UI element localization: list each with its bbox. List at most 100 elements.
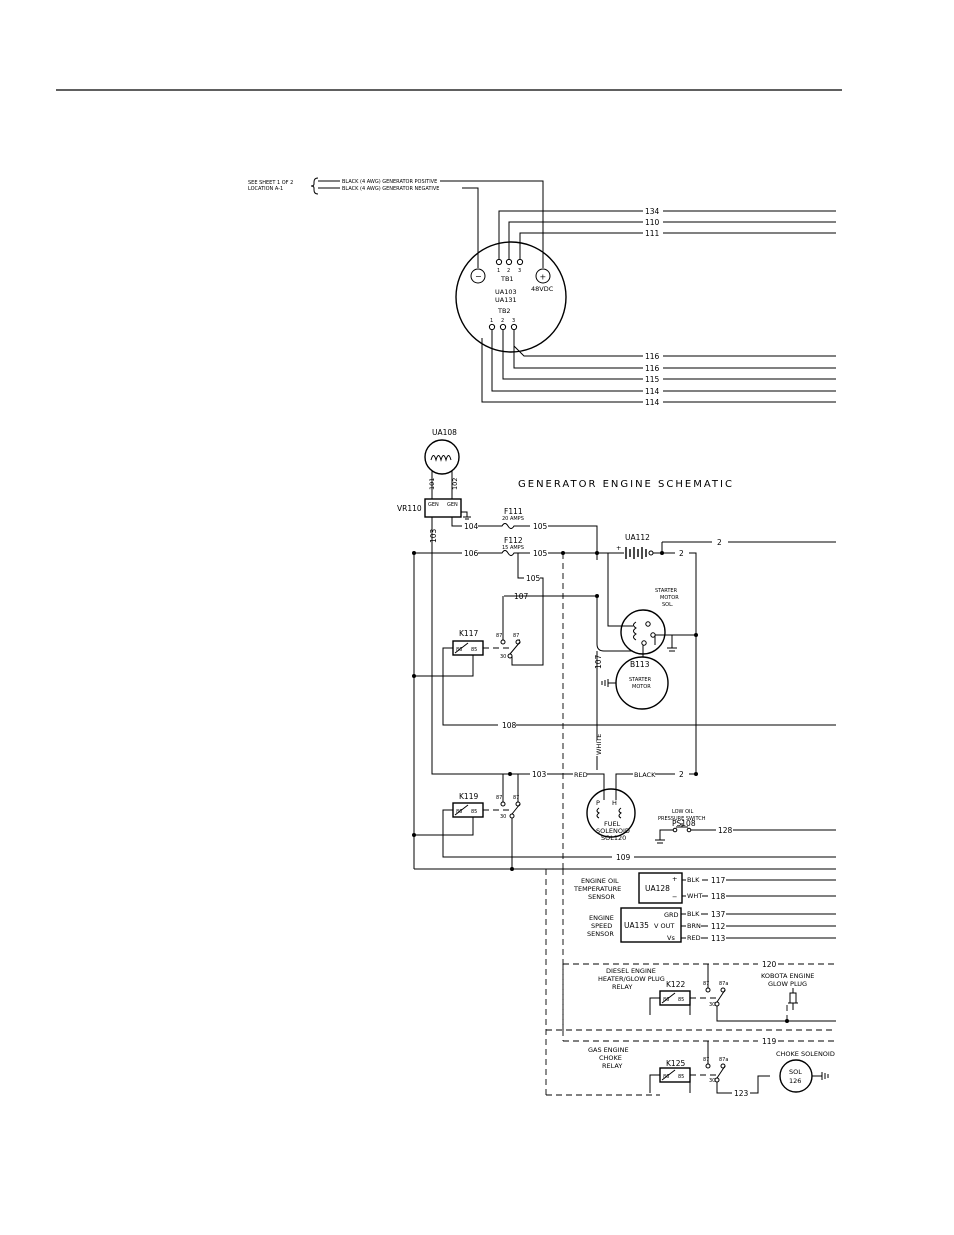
- gen-negative-wire: [318, 187, 479, 268]
- oil-switch-l1: LOW OIL: [672, 809, 693, 815]
- wire-106-label: 106: [464, 549, 479, 558]
- svg-text:V OUT: V OUT: [654, 922, 674, 930]
- oil-switch-icon: [672, 823, 692, 833]
- oil-temp-l2: TEMPERATURE: [573, 885, 621, 893]
- svg-text:+: +: [672, 875, 677, 883]
- svg-text:85: 85: [471, 809, 477, 815]
- wire-red-label: RED: [574, 771, 588, 779]
- svg-text:85: 85: [471, 647, 477, 653]
- choke-label: CHOKE SOLENOID: [776, 1050, 835, 1058]
- wire-116b-label: 116: [645, 364, 660, 373]
- starter-sol-coil-icon: [633, 621, 637, 641]
- wire-115: [502, 330, 836, 380]
- wire-115-label: 115: [645, 375, 660, 384]
- wire-116a: [513, 330, 836, 357]
- gen-positive-label: BLACK (4 AWG) GENERATOR POSITIVE: [342, 179, 437, 185]
- fuse-f112-id: F112: [504, 536, 523, 545]
- relay-k119-id: K119: [459, 792, 478, 801]
- svg-text:87a: 87a: [719, 981, 728, 987]
- gas-relay-l3: RELAY: [602, 1062, 622, 1070]
- wire-102-label: 102: [451, 478, 459, 490]
- wire-105-label-branch: 105: [526, 574, 541, 583]
- gen-positive-wire: [318, 180, 544, 268]
- wire-134: [498, 210, 836, 259]
- wire-white-label: WHITE: [595, 734, 603, 755]
- tb1-pin1-label: 1: [497, 268, 500, 274]
- oil-temp-l1: ENGINE OIL: [581, 877, 619, 885]
- module-minus-sign: −: [475, 272, 482, 281]
- wire-117-label: 117: [711, 876, 726, 885]
- regulator-ground: [461, 511, 471, 520]
- starter-l2: MOTOR: [632, 684, 651, 690]
- control-module: [455, 241, 567, 353]
- wire-111-label: 111: [645, 229, 660, 238]
- wire-113-label: 113: [711, 934, 726, 943]
- fuel-sol-id: SOL120: [601, 834, 626, 842]
- tb1-pin2: [505, 258, 513, 266]
- see-sheet-line2: LOCATION A-1: [248, 186, 283, 192]
- wire-105-label-top: 105: [533, 522, 548, 531]
- starter-feed: [654, 634, 696, 645]
- svg-text:87a: 87a: [719, 1057, 728, 1063]
- wire-109-label: 109: [616, 853, 631, 862]
- gas-relay-l1: GAS ENGINE: [588, 1046, 629, 1054]
- svg-text:P: P: [596, 799, 600, 807]
- wire-137-label: 137: [711, 910, 726, 919]
- wire-107-label-vert: 107: [594, 654, 603, 669]
- gas-relay-l2: CHOKE: [599, 1054, 622, 1062]
- diesel-relay-l1: DIESEL ENGINE: [606, 967, 656, 975]
- starter-ground: [601, 679, 616, 687]
- tb2-pin3: [510, 323, 518, 331]
- glow-plug-l2: GLOW PLUG: [768, 980, 807, 988]
- fuel-solenoid: [586, 788, 636, 838]
- module-id-2: UA131: [495, 296, 517, 304]
- wire-106: [413, 550, 518, 869]
- svg-text:87: 87: [513, 795, 519, 801]
- fuel-sol-l2: SOLENOID: [596, 827, 630, 835]
- wire-107-sol: [504, 595, 633, 652]
- wire-114a-label: 114: [645, 387, 660, 396]
- tb1-pin1: [495, 258, 503, 266]
- battery-icon: [618, 547, 654, 559]
- tb1-pin3: [516, 258, 524, 266]
- oil-temp-l3: SENSOR: [588, 893, 615, 901]
- starter-sol-l1: STARTER: [655, 588, 678, 594]
- svg-text:87: 87: [496, 633, 502, 639]
- svg-text:Vs: Vs: [667, 934, 675, 942]
- svg-text:87: 87: [513, 633, 519, 639]
- wire-104: [451, 517, 490, 527]
- choke-id1: SOL: [789, 1068, 802, 1076]
- wire-116b: [513, 340, 836, 369]
- wire-105-sol: [596, 553, 633, 627]
- tb2-pin1-label: 1: [490, 318, 493, 324]
- alternator: [424, 439, 460, 475]
- fuse-f111-rating: 20 AMPS: [502, 516, 524, 522]
- starter-sol-l2: MOTOR: [660, 595, 679, 601]
- fuel-sol-coil-icon: [596, 807, 622, 819]
- relay-k125-contact: [716, 1065, 726, 1079]
- tb1-label: TB1: [500, 275, 514, 283]
- wire-105-branch: [517, 553, 544, 600]
- starter-id: B113: [630, 660, 650, 669]
- wire-103: [431, 517, 530, 775]
- tb1-pin2-label: 2: [507, 268, 510, 274]
- wire-120-label: 120: [762, 960, 777, 969]
- wire-105-label-main: 105: [533, 549, 548, 558]
- relay-k122-id: K122: [666, 980, 685, 989]
- svg-text:87: 87: [496, 795, 502, 801]
- speed-id: UA135: [624, 921, 649, 930]
- relay-k117-contact: [509, 641, 521, 655]
- fuse-f112-rating: 15 AMPS: [502, 545, 524, 551]
- tb2-pin2: [499, 323, 507, 331]
- wire-2-label-battery: 2: [679, 549, 684, 558]
- speed-l2: SPEED: [591, 922, 612, 930]
- voltage-regulator: [424, 498, 462, 518]
- relay-k117-id: K117: [459, 629, 478, 638]
- speed-sensor: [620, 907, 682, 943]
- diesel-relay-l3: RELAY: [612, 983, 632, 991]
- tb2-pin1: [488, 323, 496, 331]
- regulator-pin-b: GEN: [447, 502, 458, 508]
- speed-blk: BLK: [687, 910, 700, 918]
- wire-2-out: [661, 541, 836, 553]
